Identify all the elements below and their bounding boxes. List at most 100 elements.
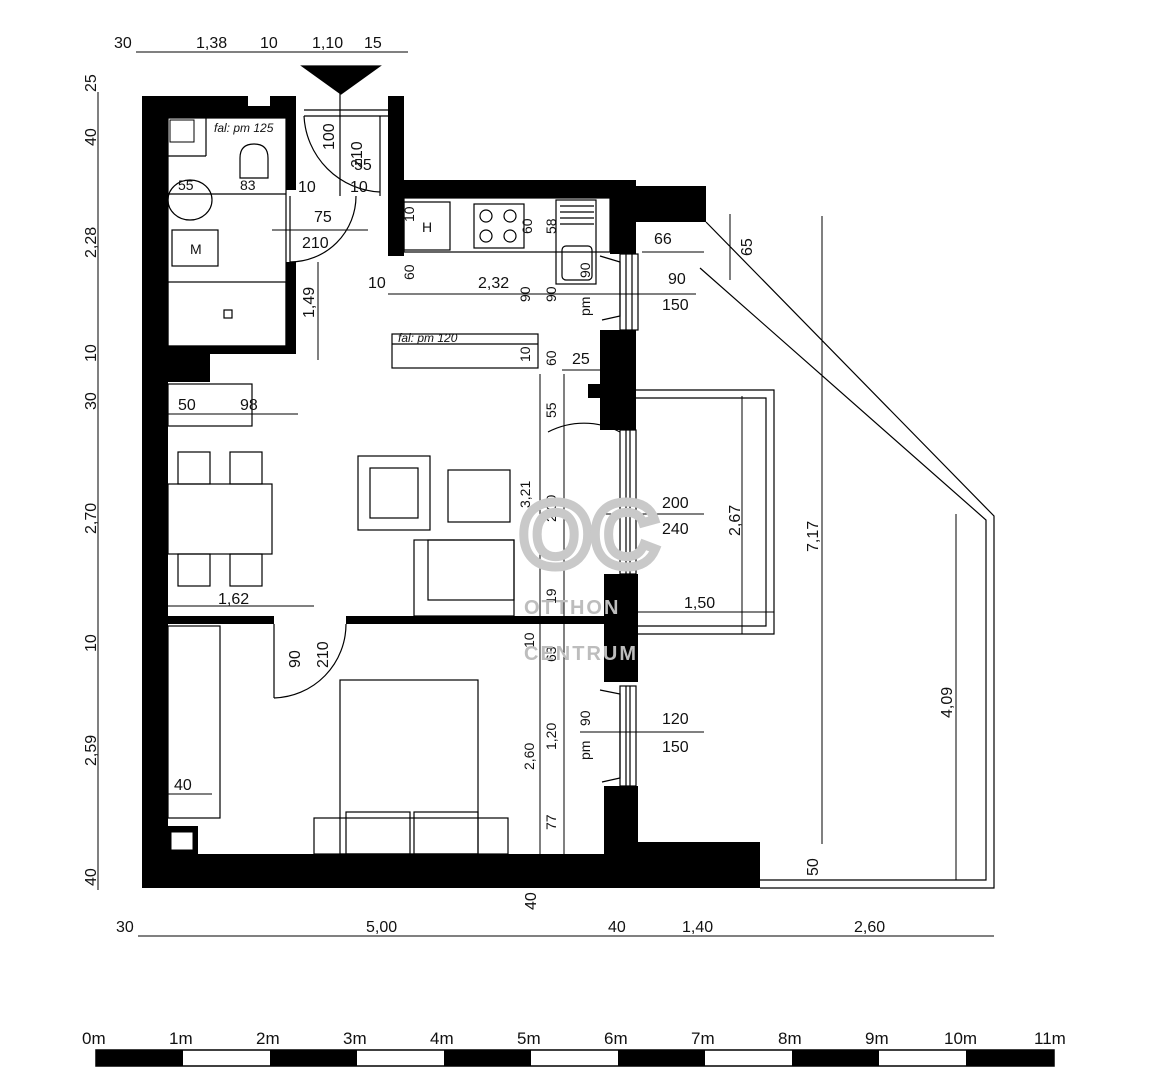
washing-machine xyxy=(171,229,219,267)
dim-bed-door-210: 210 xyxy=(315,641,332,668)
top-dim-3: 1,10 xyxy=(312,35,343,52)
bottom-dim-1: 5,00 xyxy=(366,919,397,936)
dim-entry-100: 100 xyxy=(321,123,338,150)
dim-pm-a: pm xyxy=(577,297,593,316)
washer-label: M xyxy=(190,241,202,257)
entry-door-swing xyxy=(303,115,381,196)
dim-bed-win-120: 120 xyxy=(662,711,689,728)
sink xyxy=(555,199,597,285)
left-dim-2: 2,28 xyxy=(83,227,100,258)
top-dim-4: 15 xyxy=(364,35,382,52)
bedroom-door-swing xyxy=(273,623,347,699)
bottom-dim-4: 2,60 xyxy=(854,919,885,936)
bath-door-swing xyxy=(289,195,357,263)
scale-5: 5m xyxy=(517,1029,541,1048)
living-room xyxy=(167,383,637,617)
entrance-arrow xyxy=(300,65,382,95)
dim-bed-pm: pm xyxy=(577,741,593,760)
dim-bed-90: 90 xyxy=(577,710,593,726)
watermark-line2: CENTRUM xyxy=(524,643,638,665)
wall-top-bath-notch xyxy=(248,96,270,106)
wardrobe xyxy=(167,625,221,819)
dim-bed-63: 63 xyxy=(543,646,559,662)
scale-9: 9m xyxy=(865,1029,889,1048)
scale-0: 0m xyxy=(82,1029,106,1048)
wall-divider-2 xyxy=(346,616,604,624)
dim-win1-150: 150 xyxy=(662,297,689,314)
dim-bed-40: 40 xyxy=(174,777,192,794)
walls xyxy=(142,96,760,888)
wall-stub-1 xyxy=(142,354,210,382)
left-dim-4: 30 xyxy=(83,392,100,410)
dim-bed-win-150: 150 xyxy=(662,739,689,756)
bath-wall-note: fal: pm 125 xyxy=(214,121,274,135)
wall-right-3 xyxy=(604,574,638,682)
left-dim-6: 10 xyxy=(83,634,100,652)
wall-kitchen-left xyxy=(388,196,404,256)
scale-4: 4m xyxy=(430,1029,454,1048)
shelf xyxy=(167,383,253,427)
shower xyxy=(167,281,287,347)
dim-bed-77: 77 xyxy=(543,814,559,830)
coffee-table xyxy=(447,469,511,523)
wall-bottom xyxy=(142,854,612,888)
armchair xyxy=(357,455,431,531)
dim-kitchen-232: 2,32 xyxy=(478,275,509,292)
scale-3: 3m xyxy=(343,1029,367,1048)
dining-table xyxy=(167,483,273,555)
left-dim-0: 25 xyxy=(83,74,100,92)
dim-hob-60b: 60 xyxy=(519,218,535,234)
left-dim-3: 10 xyxy=(83,344,100,362)
wall-right-bottom xyxy=(604,842,760,888)
dim-terrace-717: 7,17 xyxy=(805,521,822,552)
scale-11: 11m xyxy=(1034,1029,1066,1048)
bedroom xyxy=(167,623,637,855)
entrance xyxy=(300,65,388,196)
watermark-line1: OTTHON xyxy=(524,597,620,619)
scale-8: 8m xyxy=(778,1029,802,1048)
dim-terrace-409: 4,09 xyxy=(939,687,956,718)
wall-bath-right xyxy=(286,96,296,190)
fridge xyxy=(403,201,451,251)
dim-bed-120: 1,20 xyxy=(543,723,559,750)
bottom-dim-3: 1,40 xyxy=(682,919,713,936)
dim-bed-10: 10 xyxy=(521,632,537,648)
bedroom-window xyxy=(619,685,637,787)
dim-bottom-40: 40 xyxy=(523,892,540,910)
dim-part-25: 25 xyxy=(572,351,590,368)
dim-entry-55: 55 xyxy=(354,157,372,174)
dim-kitchen-90b: 90 xyxy=(543,286,559,302)
watermark-logo: OC xyxy=(520,484,658,586)
wall-bath-right-lower xyxy=(286,262,296,354)
wall-kitchen-top xyxy=(388,180,636,198)
dim-win1-90-v: 90 xyxy=(577,262,593,278)
dim-balcony-240: 240 xyxy=(662,521,689,538)
top-dim-1: 1,38 xyxy=(196,35,227,52)
fridge-label: H xyxy=(422,219,432,235)
left-dim-7: 2,59 xyxy=(83,735,100,766)
dim-terrace-50: 50 xyxy=(805,858,822,876)
left-dim-1: 40 xyxy=(83,128,100,146)
partition xyxy=(391,333,539,369)
dim-win1-65: 65 xyxy=(739,238,756,256)
scale-2: 2m xyxy=(256,1029,280,1048)
dim-win1-66: 66 xyxy=(654,231,672,248)
dim-living-98: 98 xyxy=(240,397,258,414)
dim-bay-150: 1,50 xyxy=(684,595,715,612)
dim-living-19: 19 xyxy=(543,588,559,604)
left-dim-8: 40 xyxy=(83,868,100,886)
dim-sink-58: 58 xyxy=(543,218,559,234)
wall-top-bath xyxy=(142,96,296,118)
kitchen xyxy=(403,197,639,331)
wall-entry-right xyxy=(388,96,404,196)
bathroom xyxy=(167,117,357,347)
sofa xyxy=(413,539,515,617)
wall-kitchen-top-right xyxy=(636,186,706,222)
bottom-dimensions: 30 5,00 40 1,40 2,60 xyxy=(116,919,994,937)
wall-right-1 xyxy=(610,196,636,254)
dim-living-200: 2,00 xyxy=(543,495,559,522)
watermark: OC OTTHON CENTRUM xyxy=(516,480,663,666)
dim-part-10: 10 xyxy=(517,346,533,362)
top-dim-0: 30 xyxy=(114,35,132,52)
